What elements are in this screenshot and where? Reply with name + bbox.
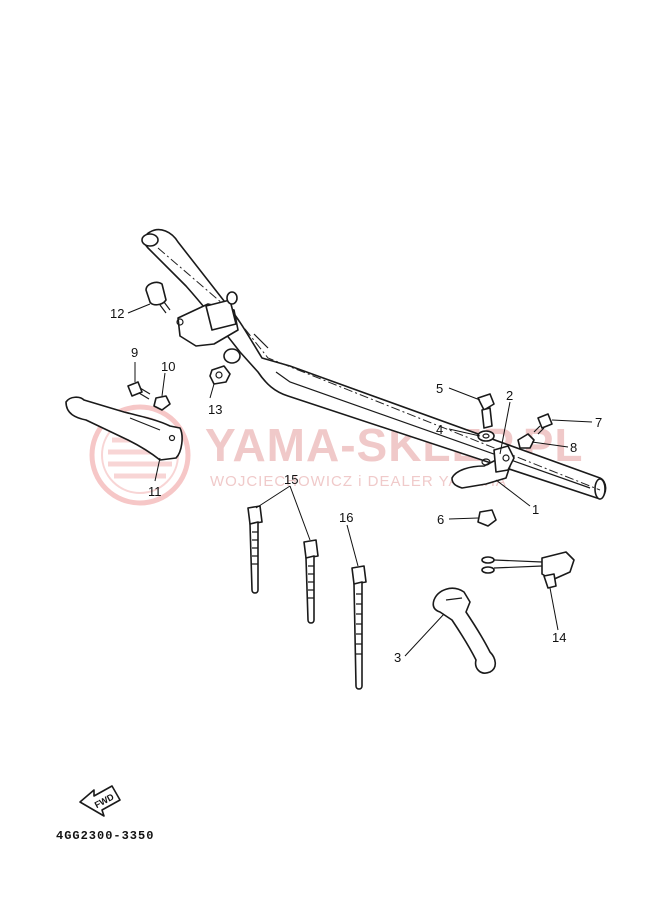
cable-tie-part-15-a: [247, 505, 263, 594]
callout-14: 14: [552, 630, 566, 645]
bolt-part-5: [477, 393, 495, 429]
lever-part-3: [432, 587, 497, 674]
callout-12: 12: [110, 306, 124, 321]
callout-11: 11: [148, 484, 162, 499]
callout-5: 5: [436, 381, 443, 396]
bolt-part-7: [533, 413, 553, 435]
leader-lines: [127, 303, 593, 657]
callout-7: 7: [595, 415, 602, 430]
cable-tie-part-15-b: [303, 539, 319, 624]
callout-2: 2: [506, 388, 513, 403]
callout-13: 13: [208, 402, 222, 417]
lever-part-11: [65, 396, 183, 461]
callout-16: 16: [339, 510, 353, 525]
callout-10: 10: [161, 359, 175, 374]
callout-15: 15: [284, 472, 298, 487]
nut-part-8: [517, 433, 535, 449]
lever-holder-right-part-1: [451, 445, 515, 489]
cable-tie-part-16: [351, 565, 367, 690]
callout-8: 8: [570, 440, 577, 455]
bolt-part-12: [145, 281, 171, 314]
switch-part-14: [481, 551, 575, 589]
nut-part-6: [477, 509, 497, 527]
diagram-code: 4GG2300-3350: [56, 829, 154, 843]
nut-part-10: [153, 395, 171, 411]
forward-arrow-icon: FWD: [79, 785, 121, 817]
callout-9: 9: [131, 345, 138, 360]
washer-part-4: [477, 430, 495, 442]
center-line: [157, 247, 601, 491]
callout-6: 6: [437, 512, 444, 527]
callout-4: 4: [436, 422, 443, 437]
bolt-part-9: [127, 381, 151, 400]
watermark-subtitle: WOJCIECHOWICZ i DEALER YAMAHA: [210, 473, 507, 490]
nut-part-13: [209, 365, 231, 385]
callout-3: 3: [394, 650, 401, 665]
callouts: 12 9 10 13 11 5 2 4 7 8 1 6 15 16 3 14: [110, 306, 602, 665]
lever-holder-left: [176, 291, 241, 364]
callout-1: 1: [532, 502, 539, 517]
